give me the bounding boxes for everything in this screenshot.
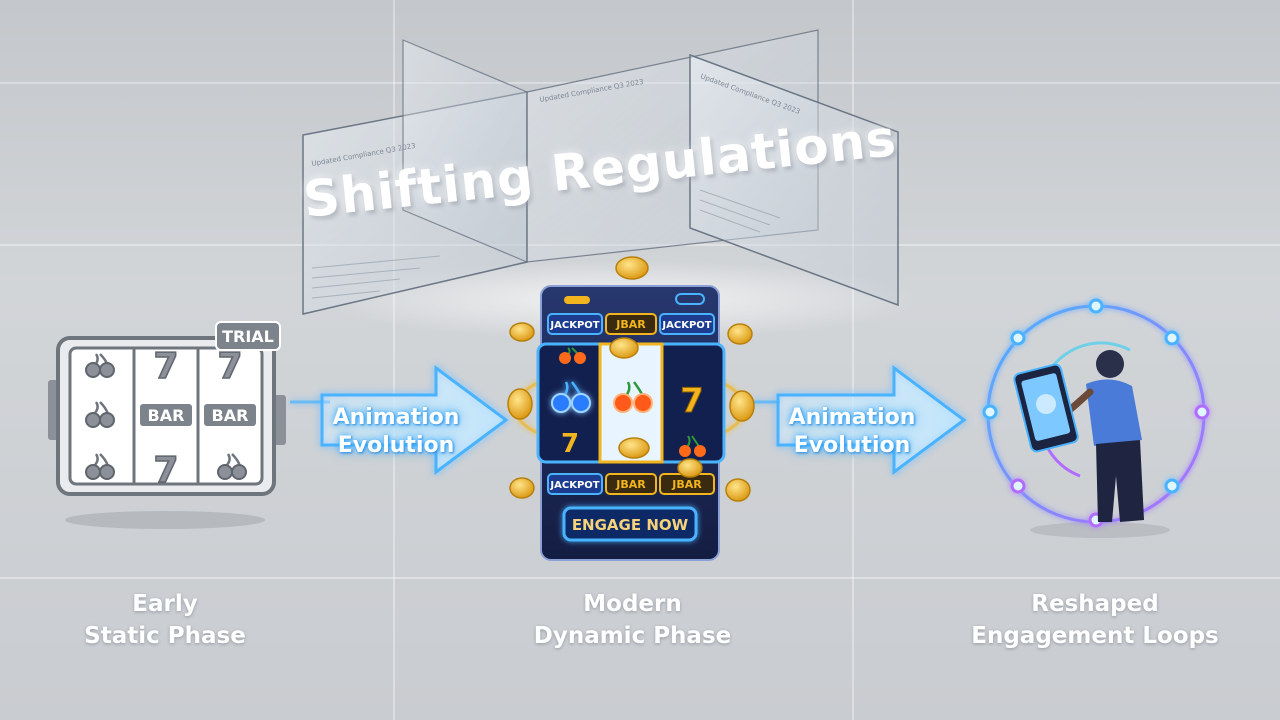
trial-badge-label: TRIAL bbox=[222, 327, 274, 346]
phase-label-line1: Reshaped bbox=[1031, 591, 1159, 617]
jbar-badge bbox=[605, 313, 657, 335]
glass-panel-right bbox=[689, 53, 899, 307]
engagement-loop-inner bbox=[1048, 341, 1131, 371]
cabinet-light bbox=[564, 296, 590, 304]
phase-label-line1: Modern bbox=[583, 591, 682, 617]
dynamic-slot-machine: JACKPOT JBAR JACKPOT 7 7 bbox=[507, 256, 755, 561]
jbar-badge-label: JBAR bbox=[671, 478, 702, 491]
cherry-icon bbox=[559, 347, 586, 364]
arrow-left bbox=[290, 365, 509, 475]
jbar-badge bbox=[605, 473, 657, 495]
cherry-icon bbox=[85, 401, 115, 428]
phase-label-modern: Modern Dynamic Phase bbox=[500, 588, 765, 652]
grid-divider bbox=[0, 577, 1280, 579]
figure-shadow bbox=[1030, 522, 1170, 538]
phase-label-line2: Engagement Loops bbox=[971, 623, 1219, 649]
phase-label-early: Early Static Phase bbox=[40, 588, 290, 652]
arrow-label-right: Animation Evolution bbox=[772, 404, 932, 460]
engagement-loop-illustration bbox=[982, 298, 1210, 538]
jackpot-badge-label: JACKPOT bbox=[549, 320, 599, 331]
jackpot-badge-label: JACKPOT bbox=[549, 480, 599, 491]
seven-symbol: 7 bbox=[217, 346, 242, 387]
seven-symbol: 7 bbox=[153, 450, 178, 491]
jackpot-badge bbox=[547, 313, 603, 335]
bar-symbol bbox=[140, 404, 192, 426]
grid-divider bbox=[393, 0, 395, 720]
bar-symbol-label: BAR bbox=[212, 406, 249, 425]
arrow-label-line1: Animation bbox=[332, 405, 460, 430]
arrow-label-line2: Evolution bbox=[793, 433, 911, 458]
jackpot-badge-label: JACKPOT bbox=[661, 320, 711, 331]
seven-symbol: 7 bbox=[561, 429, 579, 459]
machine-shadow bbox=[65, 511, 265, 529]
jackpot-badge bbox=[547, 473, 603, 495]
trial-badge bbox=[215, 321, 281, 351]
jbar-badge-label: JBAR bbox=[615, 318, 646, 331]
phase-label-line1: Early bbox=[132, 591, 198, 617]
seven-symbol: 7 bbox=[153, 346, 178, 387]
seven-symbol: 7 bbox=[680, 381, 704, 421]
doc-text-lines bbox=[311, 189, 781, 299]
jbar-badge-label: JBAR bbox=[615, 478, 646, 491]
cherry-icon bbox=[613, 381, 653, 413]
tablet-device bbox=[1013, 363, 1079, 453]
bar-symbol bbox=[204, 404, 256, 426]
cherry-icon bbox=[217, 453, 247, 480]
bar-symbol-label: BAR bbox=[148, 406, 185, 425]
static-slot-machine: 7 BAR 7 7 BAR TRIAL bbox=[48, 321, 286, 529]
arrow-label-line1: Animation bbox=[788, 405, 916, 430]
grid-divider bbox=[852, 0, 854, 720]
cherry-icon bbox=[551, 381, 591, 413]
phase-label-reshaped: Reshaped Engagement Loops bbox=[950, 588, 1240, 652]
phase-label-line2: Static Phase bbox=[84, 623, 246, 649]
cherry-icon bbox=[85, 353, 115, 378]
cabinet-light bbox=[675, 293, 705, 305]
engage-now-button bbox=[562, 506, 698, 542]
jackpot-badge bbox=[659, 313, 715, 335]
top-badge-row: JACKPOT JBAR JACKPOT bbox=[547, 313, 715, 335]
cherry-icon bbox=[679, 435, 706, 457]
gold-coins bbox=[507, 256, 755, 502]
arrow-label-line2: Evolution bbox=[337, 433, 455, 458]
cherry-icon bbox=[85, 453, 115, 480]
engage-now-label: ENGAGE NOW bbox=[572, 516, 689, 534]
bottom-badge-row: JACKPOT JBAR JBAR bbox=[547, 473, 715, 495]
machine-side-right bbox=[274, 395, 286, 445]
arrow-label-left: Animation Evolution bbox=[316, 404, 476, 460]
phase-label-line2: Dynamic Phase bbox=[533, 623, 732, 649]
